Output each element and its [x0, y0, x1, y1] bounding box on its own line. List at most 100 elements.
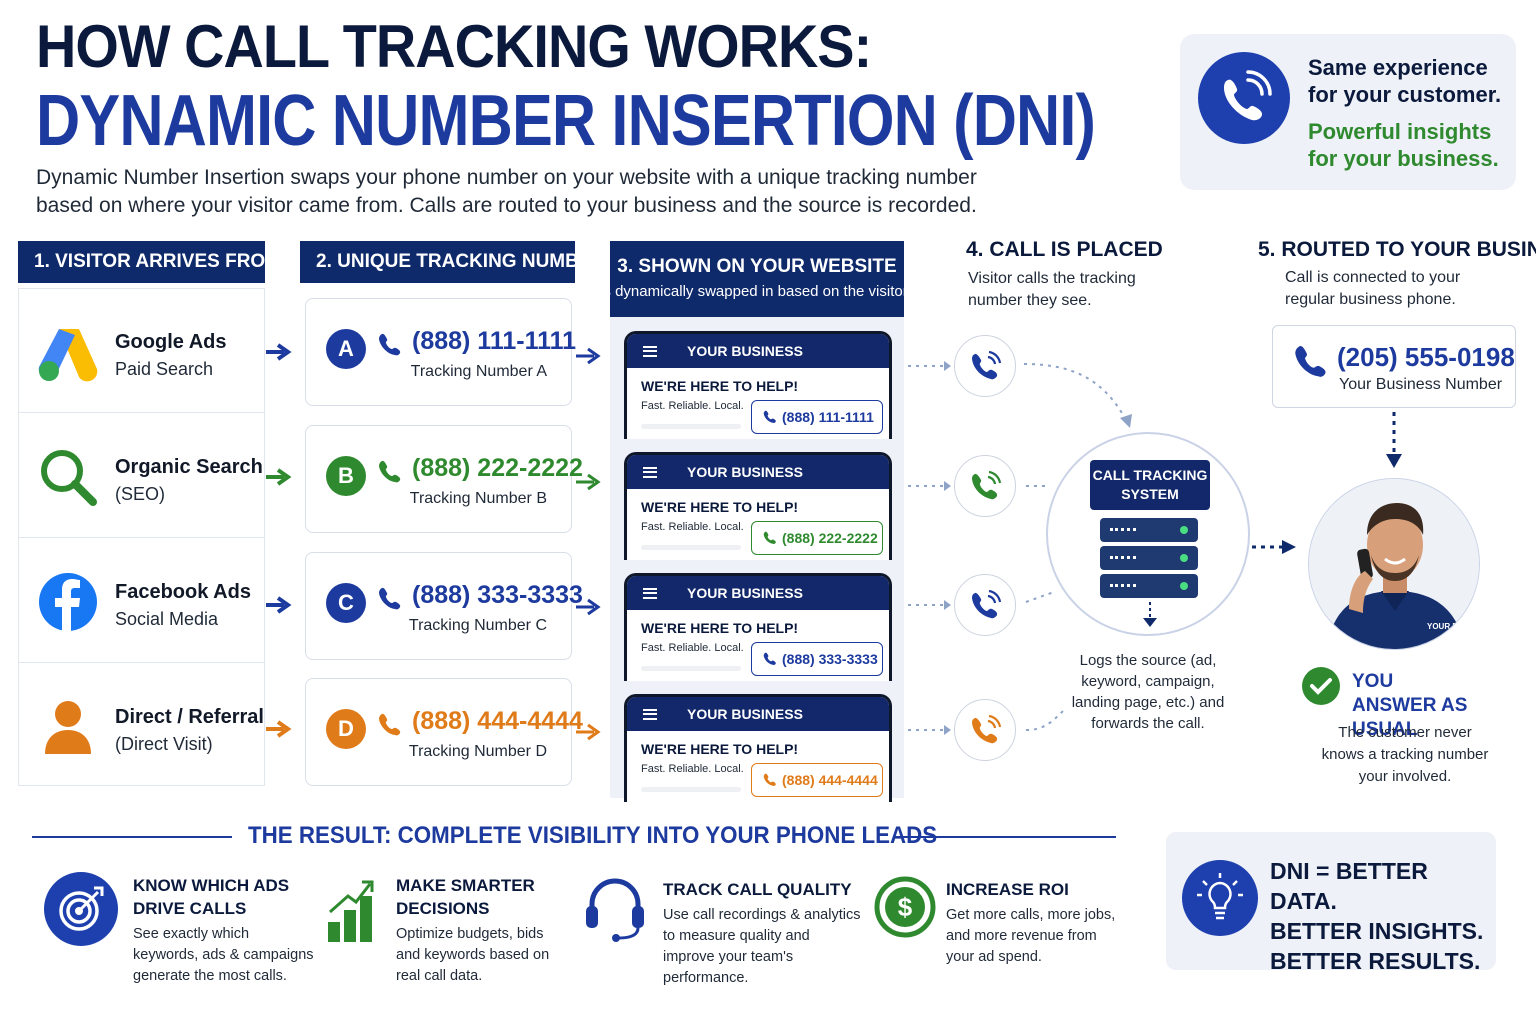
step4-subtitle: Visitor calls the tracking number they s…: [968, 270, 1136, 309]
site-phone-button[interactable]: (888) 111-1111: [751, 400, 883, 434]
target-icon: [44, 872, 118, 946]
promo-box: Same experience for your customer. Power…: [1180, 34, 1516, 190]
page-subtitle: DYNAMIC NUMBER INSERTION (DNI): [36, 81, 1096, 161]
site-phone-number: (888) 444-4444: [782, 772, 878, 788]
step5-subtitle: Call is connected to your regular busine…: [1285, 269, 1461, 308]
site-headline: WE'RE HERE TO HELP!: [641, 499, 799, 515]
tracking-label: Tracking Number A: [410, 363, 547, 380]
tracking-card-c: C (888) 333-3333 Tracking Number C: [305, 552, 583, 660]
benefit-desc: See exactly which keywords, ads & campai…: [133, 926, 314, 984]
benefit-desc: Get more calls, more jobs, and more reve…: [946, 907, 1116, 965]
arrow-right-icon: [266, 343, 292, 361]
site-headline: WE'RE HERE TO HELP!: [641, 741, 799, 757]
site-brand: YOUR BUSINESS: [687, 464, 803, 480]
site-tagline: Fast. Reliable. Local.: [641, 400, 744, 412]
dni-line1: DNI = BETTER DATA.: [1270, 858, 1428, 914]
headset-icon: [586, 878, 644, 942]
benefit-know-ads: KNOW WHICH ADS DRIVE CALLS See exactly w…: [133, 874, 315, 987]
benefit-title: KNOW WHICH ADS DRIVE CALLS: [133, 876, 290, 918]
site-brand: YOUR BUSINESS: [687, 706, 803, 722]
arrow-right-icon: [266, 596, 292, 614]
site-tagline: Fast. Reliable. Local.: [641, 521, 744, 533]
arrow-right-icon: [576, 473, 601, 491]
phone-icon: [763, 773, 776, 786]
letter-badge: A: [326, 329, 366, 369]
growth-chart-icon: [328, 880, 374, 942]
step4-header: 4. CALL IS PLACED: [966, 238, 1163, 261]
arrow-right-icon: [266, 468, 292, 486]
source-facebook-ads: Facebook Ads Social Media: [19, 539, 264, 663]
step1-header: 1. VISITOR ARRIVES FROM...: [18, 241, 297, 283]
website-preview-panel: YOUR BUSINESS WE'RE HERE TO HELP! Fast. …: [610, 317, 904, 802]
flow-connectors: [908, 361, 1132, 735]
site-phone-button[interactable]: (888) 444-4444: [751, 763, 883, 797]
dni-line2: BETTER INSIGHTS.: [1270, 918, 1484, 944]
tracking-number: (888) 333-3333: [412, 581, 583, 609]
website-mockup-d: YOUR BUSINESS WE'RE HERE TO HELP! Fast. …: [624, 694, 892, 802]
phone-icon: [379, 460, 401, 483]
phone-icon: [1198, 52, 1290, 144]
phone-icon: [763, 652, 776, 665]
business-owner-avatar: YOUR BUSINESS: [1308, 478, 1480, 650]
benefit-title: TRACK CALL QUALITY: [663, 880, 852, 899]
site-headline: WE'RE HERE TO HELP!: [641, 378, 799, 394]
arrow-right-icon: [576, 723, 601, 741]
menu-icon: [643, 708, 657, 720]
site-phone-button[interactable]: (888) 222-2222: [751, 521, 883, 555]
business-number-card: (205) 555-0198 Your Business Number: [1272, 325, 1516, 408]
tracking-label: Tracking Number C: [408, 617, 547, 634]
page-title: HOW CALL TRACKING WORKS:: [36, 13, 872, 80]
phone-icon: [379, 587, 401, 610]
letter-badge: D: [326, 709, 366, 749]
server-icon: [1100, 546, 1198, 570]
server-icon: [1100, 574, 1198, 598]
source-sub: (SEO): [115, 484, 166, 504]
site-phone-number: (888) 333-3333: [782, 651, 878, 667]
promo-customer-text: Same experience for your customer.: [1308, 55, 1502, 107]
step2-header: 2. UNIQUE TRACKING NUMBER: [300, 241, 605, 283]
tracking-card-b: B (888) 222-2222 Tracking Number B: [305, 425, 583, 533]
benefit-smarter-decisions: MAKE SMARTER DECISIONS Optimize budgets,…: [396, 874, 556, 987]
benefit-title: MAKE SMARTER DECISIONS: [396, 876, 535, 918]
facebook-icon: [37, 571, 99, 633]
benefit-title: INCREASE ROI: [946, 880, 1069, 899]
benefit-desc: Use call recordings & analytics to measu…: [663, 907, 861, 986]
source-name: Organic Search: [115, 456, 263, 478]
step3-title: 3. SHOWN ON YOUR WEBSITE: [617, 256, 897, 277]
arrow-right-icon: [576, 347, 601, 365]
answer-description: The customer never knows a tracking numb…: [1321, 724, 1489, 785]
system-label: CALL TRACKING SYSTEM: [1090, 460, 1210, 510]
benefit-desc: Optimize budgets, bids and keywords base…: [396, 926, 550, 984]
letter-badge: B: [326, 456, 366, 496]
incoming-call-icon-b: [954, 455, 1016, 517]
step5-header: 5. ROUTED TO YOUR BUSINESS: [1258, 238, 1536, 261]
tracking-number: (888) 222-2222: [412, 454, 583, 482]
divider: [32, 836, 232, 838]
arrow-right-icon: [266, 720, 292, 738]
benefit-call-quality: TRACK CALL QUALITY Use call recordings &…: [663, 878, 863, 989]
call-tracking-system: CALL TRACKING SYSTEM: [1046, 432, 1250, 636]
source-name: Google Ads: [115, 331, 227, 353]
source-list: Google Ads Paid Search Organic Search (S…: [18, 288, 265, 786]
tracking-card-d: D (888) 444-4444 Tracking Number D: [305, 678, 583, 786]
arrow-right-icon: [1252, 540, 1296, 554]
answer-title: YOU ANSWER AS USUAL: [1352, 671, 1468, 740]
website-mockup-c: YOUR BUSINESS WE'RE HERE TO HELP! Fast. …: [624, 573, 892, 681]
tracking-number: (888) 444-4444: [412, 707, 583, 735]
site-tagline: Fast. Reliable. Local.: [641, 763, 744, 775]
source-sub: Paid Search: [115, 359, 214, 379]
checkmark-icon: [1302, 667, 1340, 705]
website-mockup-a: YOUR BUSINESS WE'RE HERE TO HELP! Fast. …: [624, 331, 892, 439]
source-direct-referral: Direct / Referral (Direct Visit): [19, 664, 264, 788]
dollar-icon: $: [874, 876, 936, 938]
site-brand: YOUR BUSINESS: [687, 343, 803, 359]
site-phone-number: (888) 222-2222: [782, 530, 878, 546]
tracking-label: Tracking Number B: [409, 490, 547, 507]
step3-subtitle: Number is dynamically swapped in based o…: [542, 283, 972, 300]
arrow-down-icon: [1386, 412, 1402, 468]
incoming-call-icon-c: [954, 574, 1016, 636]
result-title: THE RESULT: COMPLETE VISIBILITY INTO YOU…: [248, 822, 938, 849]
person-icon: [37, 696, 99, 758]
site-phone-button[interactable]: (888) 333-3333: [751, 642, 883, 676]
site-tagline: Fast. Reliable. Local.: [641, 642, 744, 654]
